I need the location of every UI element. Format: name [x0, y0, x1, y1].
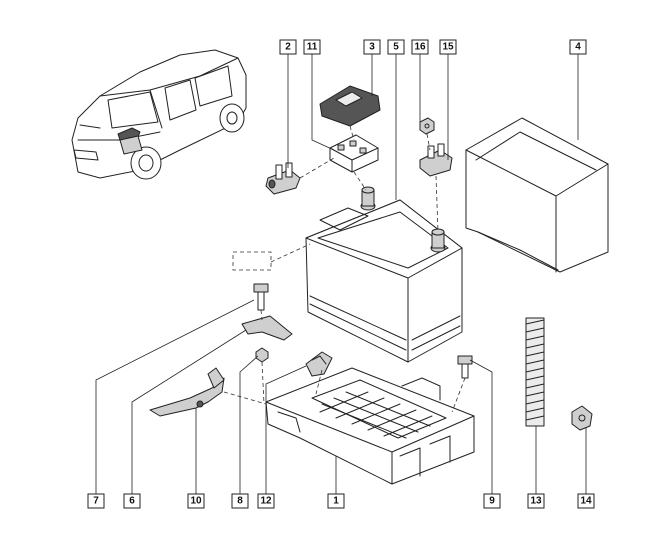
- label-13: 13: [527, 493, 545, 509]
- svg-text:10: 10: [190, 496, 202, 507]
- assembly-lines: [223, 125, 466, 413]
- svg-text:5: 5: [393, 42, 399, 53]
- clip: [305, 351, 333, 377]
- threaded-rod: [525, 317, 545, 427]
- terminal-clamp: [419, 143, 453, 177]
- label-4: 4: [569, 39, 587, 55]
- nut: [419, 117, 435, 135]
- label-12: 12: [257, 493, 275, 509]
- label-2: 2: [279, 39, 297, 55]
- svg-text:14: 14: [580, 496, 592, 507]
- svg-text:6: 6: [129, 496, 135, 507]
- svg-text:3: 3: [369, 42, 375, 53]
- label-1: 1: [327, 493, 345, 509]
- car-illustration-icon: [71, 49, 247, 180]
- label-3: 3: [363, 39, 381, 55]
- label-5: 5: [387, 39, 405, 55]
- label-11: 11: [303, 39, 321, 55]
- svg-text:1: 1: [333, 496, 339, 507]
- label-10: 10: [187, 493, 205, 509]
- svg-text:13: 13: [530, 496, 542, 507]
- bolt: [253, 283, 269, 311]
- label-9: 9: [483, 493, 501, 509]
- svg-text:16: 16: [414, 42, 426, 53]
- svg-text:12: 12: [260, 496, 272, 507]
- screw: [457, 355, 473, 379]
- label-7: 7: [87, 493, 105, 509]
- svg-text:9: 9: [489, 496, 495, 507]
- terminal-cover: [319, 85, 381, 127]
- label-6: 6: [123, 493, 141, 509]
- svg-text:2: 2: [285, 42, 291, 53]
- svg-text:7: 7: [93, 496, 99, 507]
- car-battery-icon: [305, 186, 463, 363]
- svg-text:4: 4: [575, 42, 581, 53]
- label-8: 8: [231, 493, 249, 509]
- fuse-box: [329, 134, 379, 173]
- nut-small: [255, 347, 269, 363]
- svg-text:8: 8: [237, 496, 243, 507]
- label-16: 16: [411, 39, 429, 55]
- svg-text:11: 11: [307, 42, 318, 53]
- terminal-connector: [265, 162, 301, 195]
- reference-box: [232, 251, 272, 271]
- battery-tray: [265, 367, 475, 485]
- label-14: 14: [577, 493, 595, 509]
- bracket-arm: [149, 367, 225, 417]
- svg-text:15: 15: [442, 42, 454, 53]
- leader-lines: [95, 52, 587, 496]
- label-15: 15: [439, 39, 457, 55]
- battery-box-cover: [465, 117, 609, 273]
- fastener-clip: [571, 405, 593, 431]
- retaining-bracket: [241, 315, 293, 341]
